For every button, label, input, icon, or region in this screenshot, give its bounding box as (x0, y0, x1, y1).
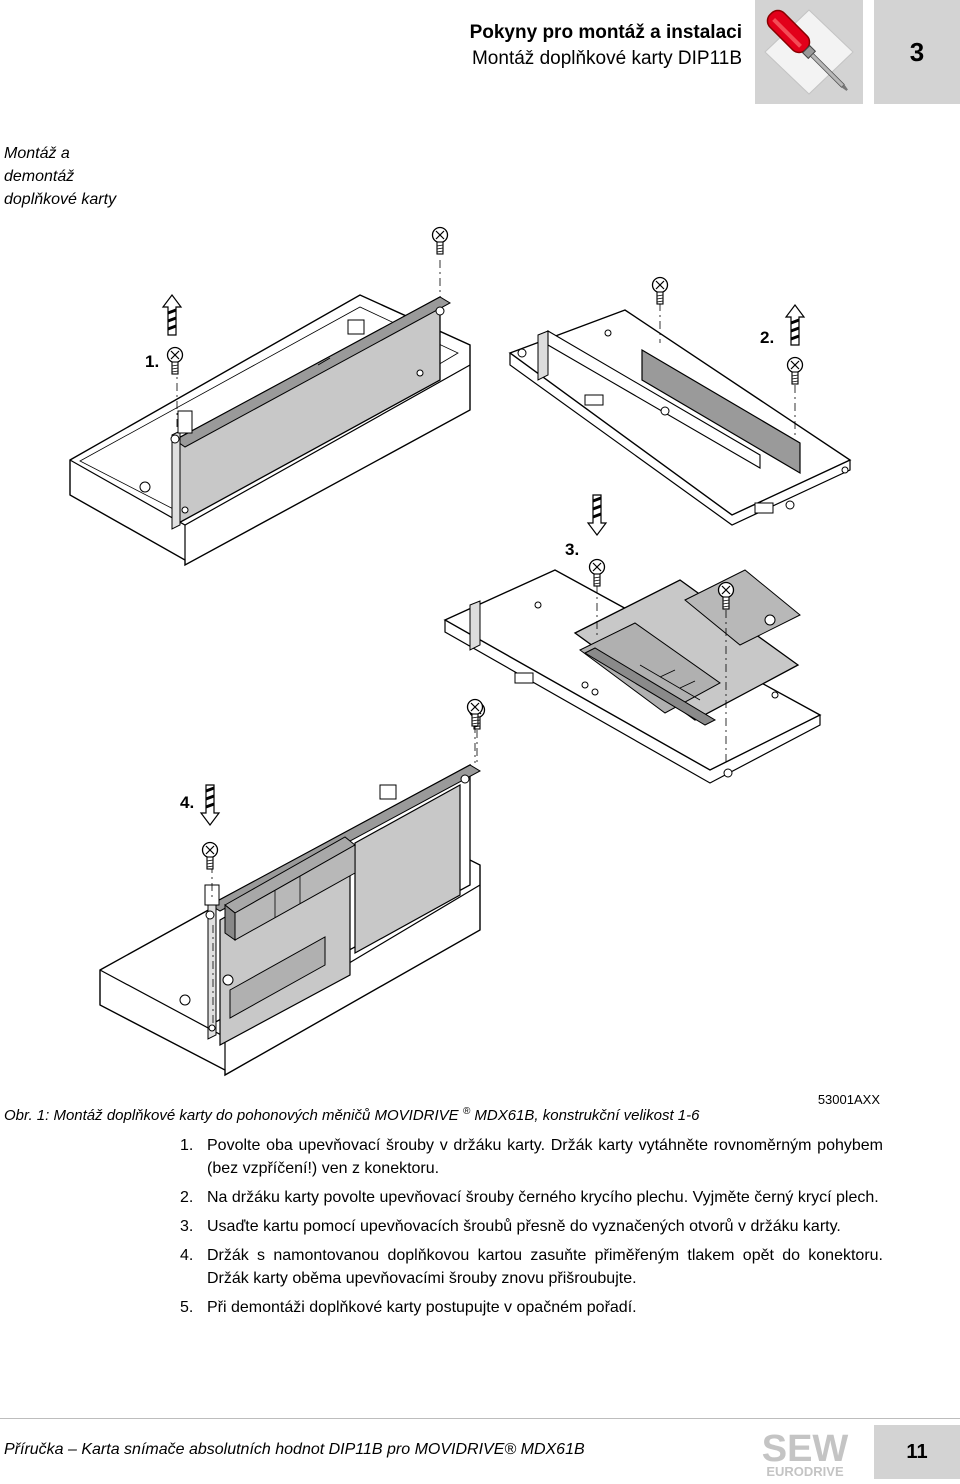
figure-caption-suffix: MDX61B, konstrukční velikost 1-6 (470, 1107, 700, 1124)
registered-mark: ® (462, 1106, 471, 1117)
section-heading-line: Montáž a (4, 145, 70, 162)
instruction-step: 3. Usaďte kartu pomocí upevňovacích šrou… (180, 1215, 883, 1238)
instruction-step: 4. Držák s namontovanou doplňkovou karto… (180, 1244, 883, 1290)
step-1-drawing (69, 226, 471, 567)
instruction-step: 1. Povolte oba upevňovací šrouby v držák… (180, 1134, 883, 1180)
logo-sub-text: EURODRIVE (766, 1464, 844, 1479)
step-number: 1. (180, 1137, 194, 1154)
step-text: Usaďte kartu pomocí upevňovacích šroubů … (207, 1218, 841, 1235)
header-icon-box (755, 0, 863, 104)
figure-caption-prefix: Obr. 1: Montáž doplňkové karty do pohono… (4, 1107, 459, 1124)
figure-step-label: 4. (180, 793, 194, 812)
instruction-step: 5. Při demontáži doplňkové karty postupu… (180, 1296, 883, 1319)
header-subtitle: Montáž doplňkové karty DIP11B (471, 48, 742, 69)
step-text: Na držáku karty povolte upevňovací šroub… (207, 1189, 879, 1206)
page-number: 11 (906, 1440, 928, 1463)
step-3-drawing (443, 493, 822, 784)
step-text: Povolte oba upevňovací šrouby v držáku k… (207, 1137, 883, 1177)
step-number: 2. (180, 1189, 194, 1206)
footer-text: Příručka – Karta snímače absolutních hod… (4, 1441, 585, 1458)
step-4-drawing (99, 698, 484, 1077)
section-heading-line: doplňkové karty (4, 191, 117, 208)
step-text: Při demontáži doplňkové karty postupujte… (207, 1299, 637, 1316)
instruction-step: 2. Na držáku karty povolte upevňovací šr… (180, 1186, 883, 1209)
figure-step-label: 3. (565, 540, 579, 559)
mounting-drawing: 1. 2. 3. 4. (69, 226, 852, 1077)
logo-main-text: SEW (762, 1428, 849, 1470)
step-number: 4. (180, 1247, 194, 1264)
footer-divider (0, 1418, 960, 1419)
figure-step-label: 1. (145, 352, 159, 371)
step-number: 3. (180, 1218, 194, 1235)
page-number-box: 11 (874, 1425, 960, 1479)
step-number: 5. (180, 1299, 194, 1316)
chapter-box: 3 (874, 0, 960, 104)
figure-code: 53001AXX (817, 1092, 880, 1107)
instruction-list: 1. Povolte oba upevňovací šrouby v držák… (180, 1134, 883, 1325)
section-heading-line: demontáž (4, 168, 75, 185)
step-2-drawing (508, 276, 852, 526)
chapter-number: 3 (909, 36, 925, 67)
screwdriver-icon (764, 9, 854, 95)
sew-eurodrive-logo: SEW EURODRIVE (750, 1425, 860, 1479)
figure-step-label: 2. (760, 328, 774, 347)
section-heading: Montáž a demontáž doplňkové karty (4, 142, 174, 211)
header-title: Pokyny pro montáž a instalaci (469, 22, 742, 43)
figure-caption: Obr. 1: Montáž doplňkové karty do pohono… (4, 1106, 864, 1124)
mounting-illustration: 1. 2. 3. 4. (60, 225, 900, 1090)
step-text: Držák s namontovanou doplňkovou kartou z… (207, 1247, 883, 1287)
